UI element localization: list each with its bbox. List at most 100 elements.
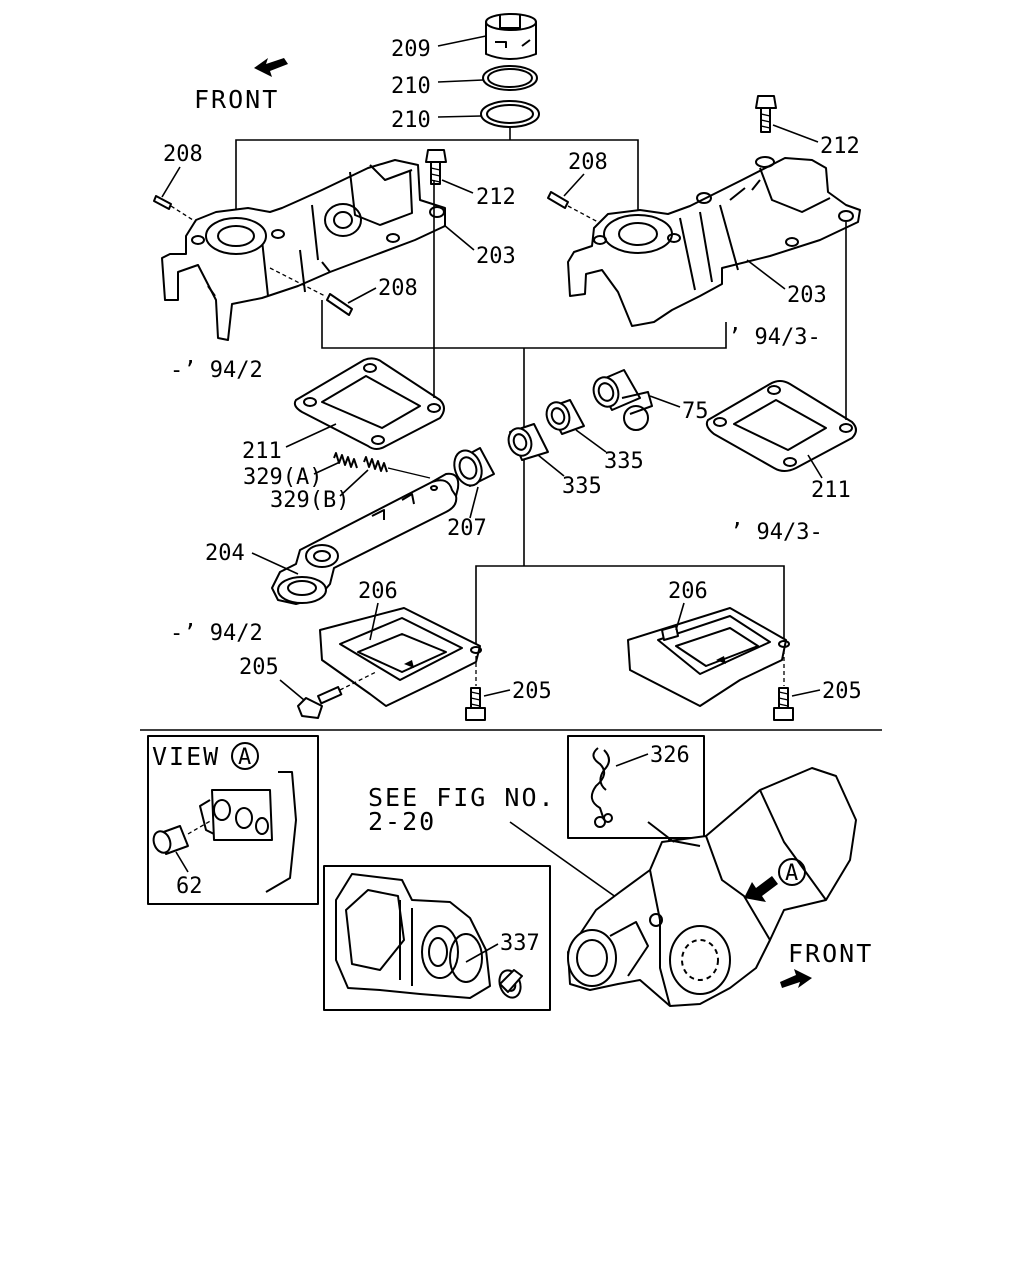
label-208-right: 208 (568, 150, 608, 175)
part-329a-spring (333, 452, 358, 469)
part-208-pin-left-1 (153, 195, 197, 223)
leader-212-left (441, 179, 474, 194)
label-range-new-1: ’ 94/3- (728, 325, 821, 350)
label-208-left-1: 208 (163, 142, 203, 167)
bracket-top (235, 127, 639, 222)
label-329b: 329(B) (270, 488, 349, 513)
part-209-bushing (485, 13, 537, 60)
label-212-right: 212 (820, 134, 860, 159)
label-211-right: 211 (811, 478, 851, 503)
view-a-circle-letter: A (238, 745, 251, 770)
label-204: 204 (205, 541, 245, 566)
leader-211-left (285, 423, 337, 448)
part-208-pin-left-2 (269, 267, 353, 316)
leader-205-mid (483, 689, 511, 697)
front-arrow-top (254, 58, 288, 77)
front-label-bottom: FRONT (788, 939, 873, 968)
leader-335-lower (537, 454, 565, 477)
label-75: 75 (682, 399, 709, 424)
label-205-right: 205 (822, 679, 862, 704)
see-fig-line2: 2-20 (368, 807, 436, 836)
bracket-lower (475, 565, 785, 650)
label-212-left: 212 (476, 185, 516, 210)
label-205-left: 205 (239, 655, 279, 680)
part-208-pin-right (547, 191, 599, 223)
label-208-left-2: 208 (378, 276, 418, 301)
leader-208-left-2 (347, 287, 377, 304)
label-62: 62 (176, 874, 203, 899)
part-203-housing-left (161, 159, 446, 341)
label-337: 337 (500, 931, 540, 956)
part-212-bolt-right (755, 95, 777, 168)
see-fig-line1: SEE FIG NO. (368, 783, 556, 812)
leader-75 (649, 395, 681, 408)
label-326: 326 (650, 743, 690, 768)
label-335-upper: 335 (604, 449, 644, 474)
view-a-circle (231, 742, 259, 770)
front-arrow-bottom (780, 969, 812, 988)
part-75-bushing (592, 369, 653, 431)
callout-a-circle (778, 858, 806, 886)
label-207: 207 (447, 516, 487, 541)
spring-guide-line (387, 467, 431, 479)
leader-212-right (772, 124, 819, 143)
part-205-bolt-mid (465, 656, 486, 721)
front-label-top: FRONT (194, 85, 279, 114)
label-206-right: 206 (668, 579, 708, 604)
part-212-bolt-left (425, 149, 447, 185)
part-337-box (323, 865, 551, 1011)
part-329b-spring (363, 456, 388, 473)
part-211-gasket-right (705, 380, 857, 472)
leader-203-right (746, 259, 786, 290)
label-210-lower: 210 (391, 108, 431, 133)
label-range-new-2: ’ 94/3- (730, 520, 823, 545)
label-205-mid: 205 (512, 679, 552, 704)
part-206-cover-left (319, 607, 482, 707)
leader-see-fig (509, 821, 621, 901)
leader-207 (469, 486, 479, 519)
leader-203-left (443, 224, 475, 251)
part-211-gasket-left (293, 357, 445, 450)
part-205-bolt-right (773, 650, 794, 721)
part-335-bushing-lower (507, 423, 549, 461)
leader-205-left (279, 679, 305, 701)
part-206-cover-right (627, 607, 790, 707)
label-335-lower: 335 (562, 474, 602, 499)
leader-209 (437, 35, 487, 47)
part-205-bolt-left (297, 671, 377, 719)
leader-208-left-1 (161, 166, 181, 198)
leader-326 (615, 753, 649, 767)
leader-206-left (369, 602, 379, 641)
part-62-plug (152, 819, 213, 855)
part-203-housing-right (567, 157, 861, 327)
label-range-old-1: -’ 94/2 (170, 358, 263, 383)
callout-a-arrow (744, 876, 778, 902)
leader-329a (313, 461, 341, 475)
leader-210-lower (437, 115, 482, 118)
transmission-assembly (567, 767, 857, 1007)
part-337-seal (498, 969, 523, 999)
leader-329b (339, 469, 369, 497)
part-204-shift-arm (271, 472, 460, 605)
label-203-left: 203 (476, 244, 516, 269)
part-326-box (567, 735, 705, 839)
label-206-left: 206 (358, 579, 398, 604)
label-203-right: 203 (787, 283, 827, 308)
label-211-left: 211 (242, 439, 282, 464)
leader-335-upper (575, 429, 607, 453)
label-209: 209 (391, 37, 431, 62)
leader-62 (175, 851, 189, 873)
part-210-o-ring-lower (480, 100, 540, 128)
leader-205-right (791, 689, 821, 697)
leader-210-upper (437, 79, 484, 83)
leader-208-right (563, 173, 585, 197)
label-range-old-2: -’ 94/2 (170, 621, 263, 646)
leader-337 (465, 943, 499, 963)
leader-211-right (807, 454, 823, 479)
view-a-box (147, 735, 319, 905)
leader-206-right (675, 602, 685, 631)
part-210-o-ring-upper (482, 65, 538, 91)
part-335-bushing-upper (545, 399, 585, 435)
leader-204 (251, 552, 299, 575)
